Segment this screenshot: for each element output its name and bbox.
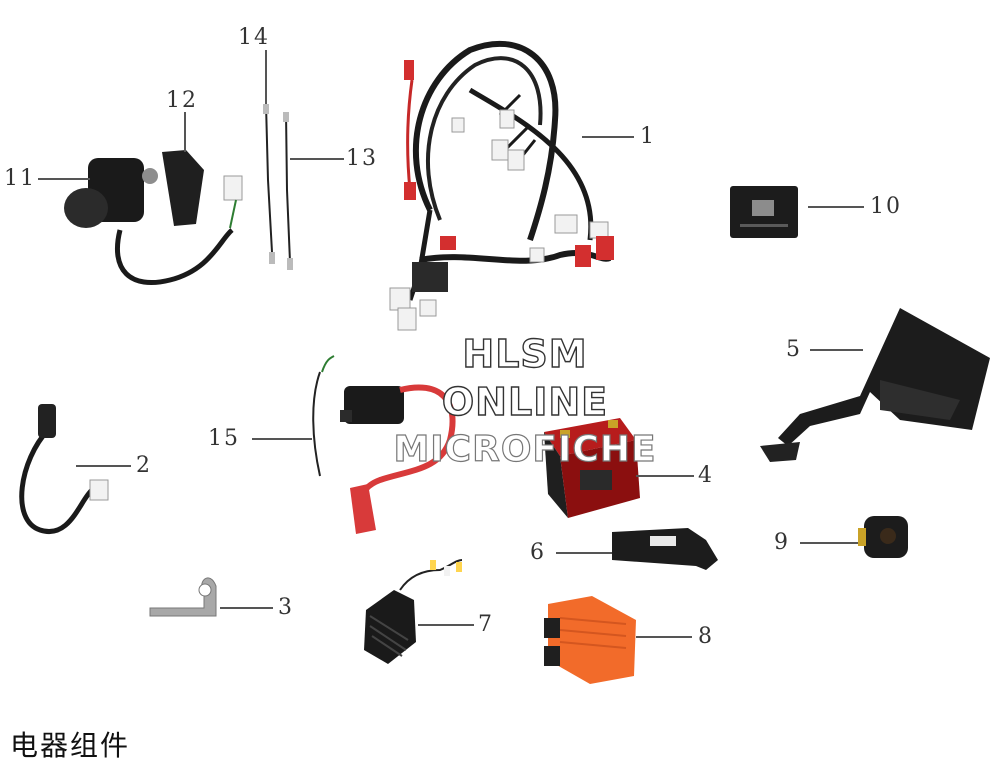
part-switch-cap: [162, 150, 204, 226]
callout-8: 8: [698, 624, 714, 649]
callout-4: 4: [698, 463, 714, 488]
part-mounting-plate: [612, 528, 718, 570]
part-battery: [544, 418, 640, 518]
part-wire-leads: [263, 103, 293, 270]
callout-6: 6: [530, 540, 546, 565]
callout-13: 13: [346, 146, 378, 171]
callout-1: 1: [640, 124, 656, 149]
callout-12: 12: [166, 88, 198, 113]
part-relay: [858, 516, 908, 558]
callout-5: 5: [786, 337, 802, 362]
part-bracket: [149, 577, 217, 617]
leader-2: [76, 465, 131, 467]
leader-11: [38, 178, 90, 180]
callout-11: 11: [4, 166, 36, 191]
part-hour-meter: [730, 186, 798, 238]
part-ignition-switch: [64, 158, 243, 286]
page-title: 电器组件: [10, 729, 131, 762]
leader-15: [252, 438, 312, 440]
leader-3: [220, 607, 273, 609]
callout-10: 10: [870, 194, 902, 219]
leader-14: [265, 50, 267, 104]
part-ignition-coil: [312, 355, 456, 534]
leader-8: [636, 636, 692, 638]
leader-7: [418, 624, 474, 626]
leader-4: [636, 475, 694, 477]
leader-13: [290, 158, 344, 160]
leader-12: [184, 112, 186, 152]
callout-15: 15: [208, 426, 240, 451]
leader-10: [808, 206, 864, 208]
leader-9: [800, 542, 858, 544]
leader-6: [556, 552, 612, 554]
callout-7: 7: [478, 612, 494, 637]
callout-3: 3: [278, 595, 294, 620]
part-rectifier-regulator: [364, 559, 463, 664]
leader-5: [810, 349, 863, 351]
callout-14: 14: [238, 25, 270, 50]
callout-9: 9: [774, 530, 790, 555]
part-cdi: [544, 596, 636, 684]
part-wiring-harness: [389, 40, 614, 331]
part-cable-connector: [19, 404, 109, 535]
callout-2: 2: [136, 453, 152, 478]
part-battery-box: [760, 308, 990, 462]
leader-1: [582, 136, 634, 138]
